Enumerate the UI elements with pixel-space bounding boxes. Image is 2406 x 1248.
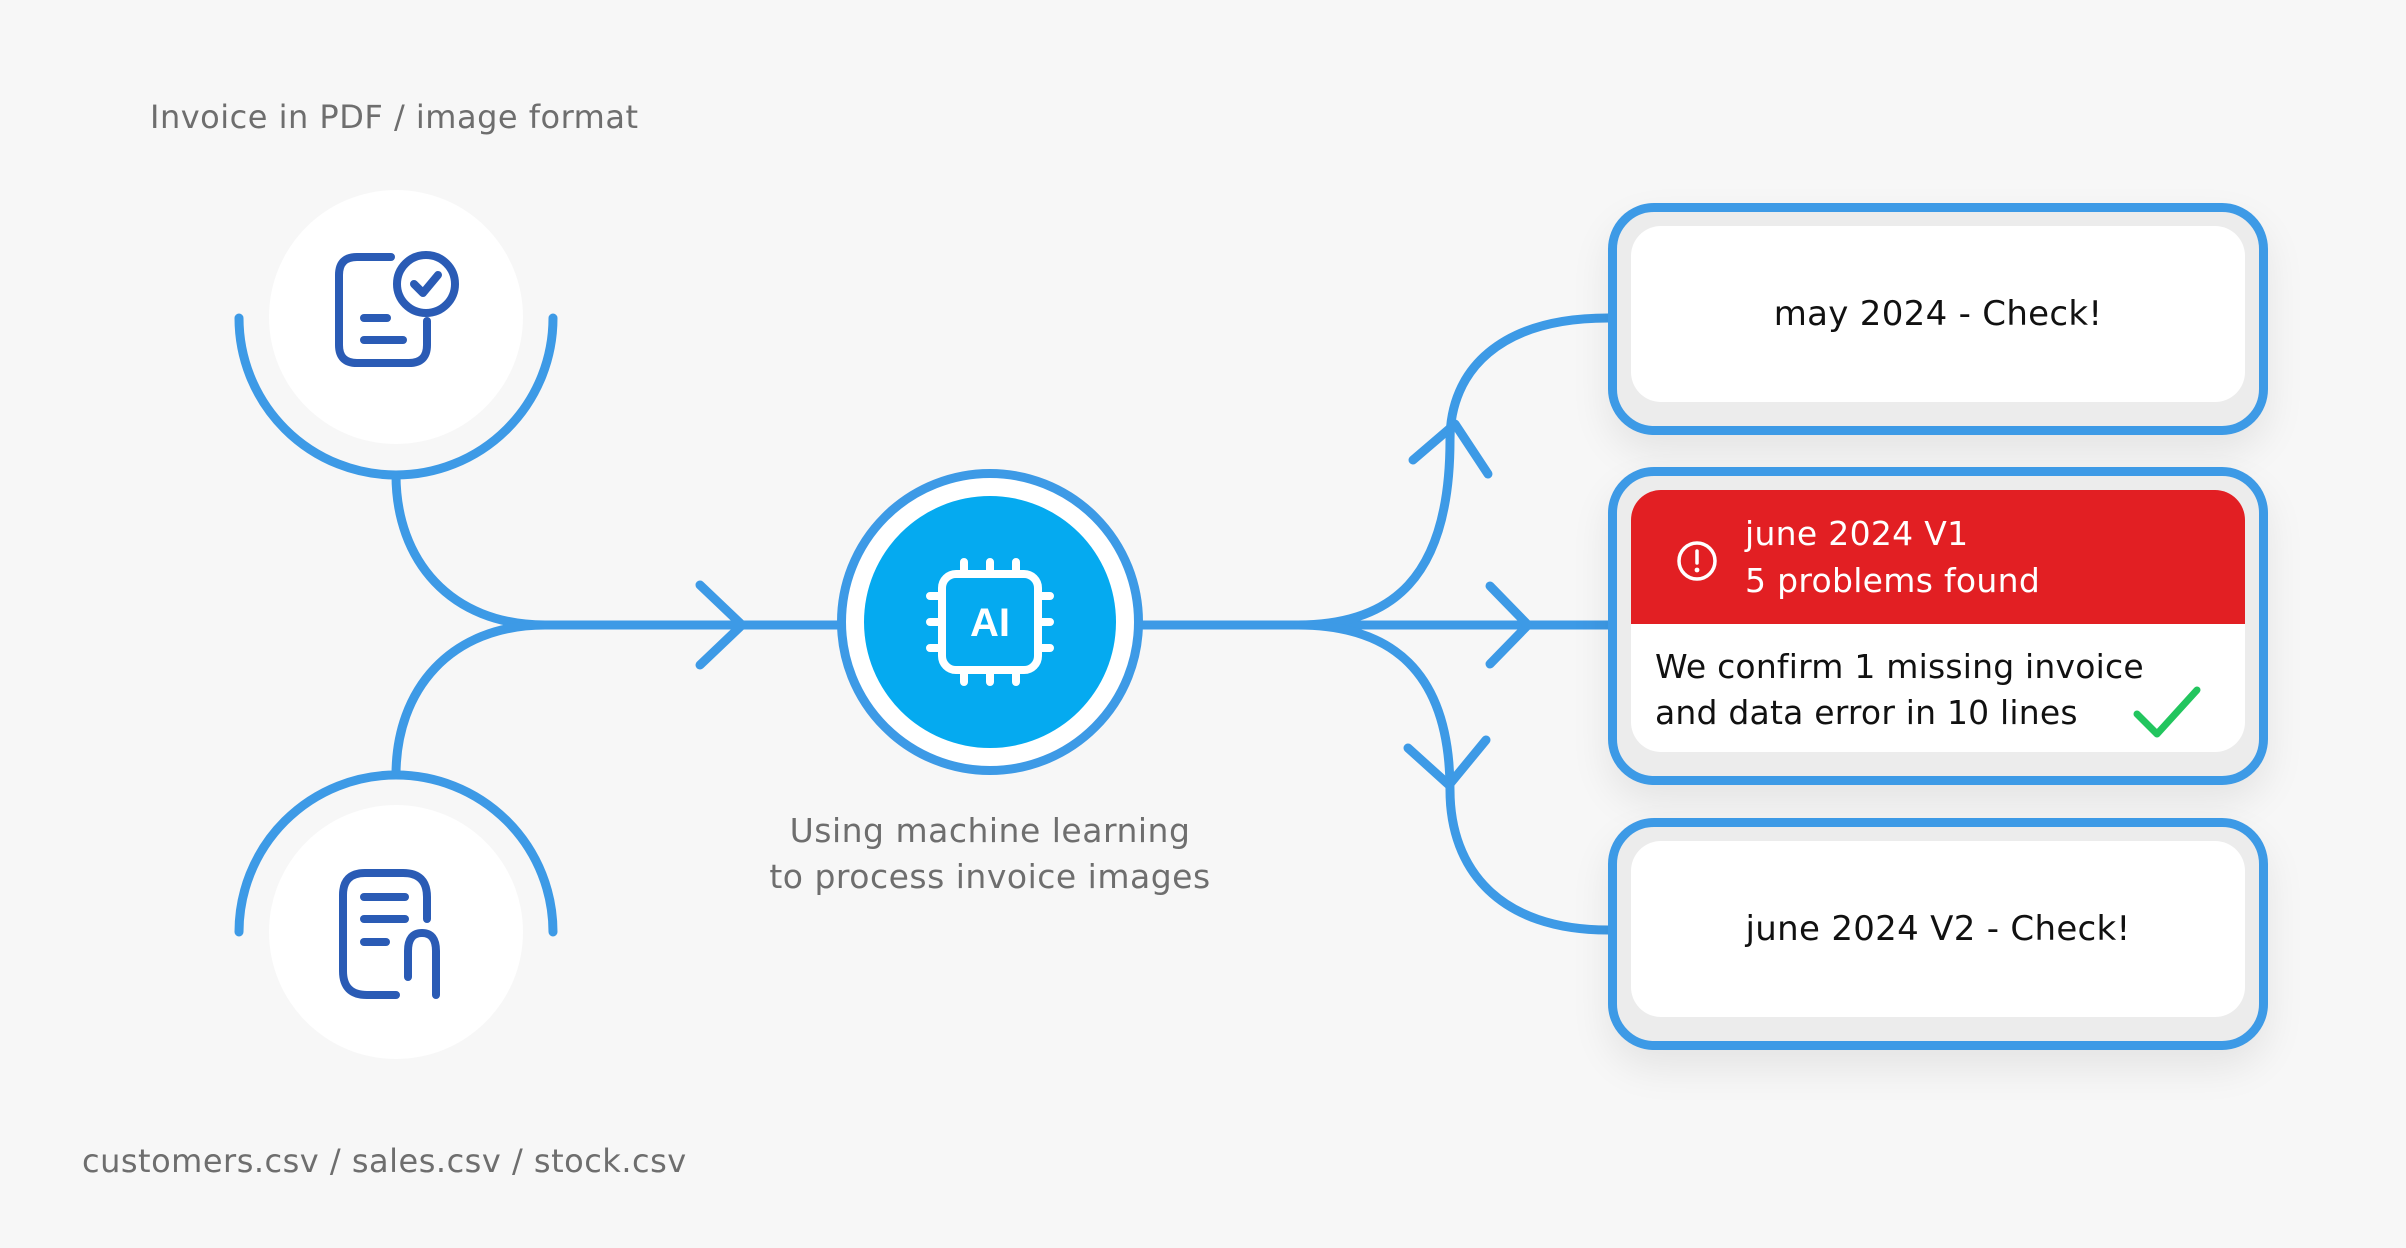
result-card-june-v2: june 2024 V2 - Check! (1608, 818, 2268, 1050)
result-card-text: june 2024 V2 - Check! (1745, 909, 2131, 949)
ai-caption: Using machine learning to process invoic… (740, 808, 1240, 900)
branch-top (1293, 313, 1613, 630)
ai-caption-line1: Using machine learning (789, 811, 1191, 850)
alert-title: june 2024 V1 (1745, 514, 1969, 553)
arrow-bottom-head (1403, 735, 1491, 790)
alert-circle-icon (1677, 541, 1717, 581)
checkmark-icon (2133, 686, 2201, 738)
result-card-may: may 2024 - Check! (1608, 203, 2268, 435)
alert-message-line2: and data error in 10 lines (1655, 693, 2078, 732)
source-bottom-label: customers.csv / sales.csv / stock.csv (82, 1142, 687, 1180)
alert-header: june 2024 V1 5 problems found (1631, 490, 2245, 624)
arrow-top-head (1408, 419, 1493, 479)
alert-message-line1: We confirm 1 missing invoice (1655, 647, 2144, 686)
merge-curve-bottom (391, 620, 550, 780)
arrow-mid-head (1485, 581, 1533, 669)
branch-bottom (1293, 620, 1613, 935)
alert-subtitle: 5 problems found (1745, 561, 2041, 600)
document-attachment-icon (339, 869, 440, 999)
result-card-june-v1: june 2024 V1 5 problems found We confirm… (1608, 467, 2268, 785)
document-check-icon (335, 251, 459, 367)
csv-source-node (269, 805, 523, 1059)
ai-chip-icon: AI (926, 558, 1054, 686)
arrow-in-head (695, 580, 747, 670)
ai-badge-text: AI (970, 601, 1010, 645)
alert-message: We confirm 1 missing invoice and data er… (1655, 644, 2144, 736)
source-top-label: Invoice in PDF / image format (150, 98, 639, 136)
ai-node: AI (864, 496, 1116, 748)
result-card-panel: may 2024 - Check! (1631, 226, 2245, 402)
result-card-text: may 2024 - Check! (1773, 294, 2103, 334)
result-card-panel: june 2024 V2 - Check! (1631, 841, 2245, 1017)
ai-caption-line2: to process invoice images (769, 857, 1211, 896)
invoice-source-node (269, 190, 523, 444)
result-card-panel: june 2024 V1 5 problems found We confirm… (1631, 490, 2245, 752)
merge-curve-top (391, 470, 550, 630)
